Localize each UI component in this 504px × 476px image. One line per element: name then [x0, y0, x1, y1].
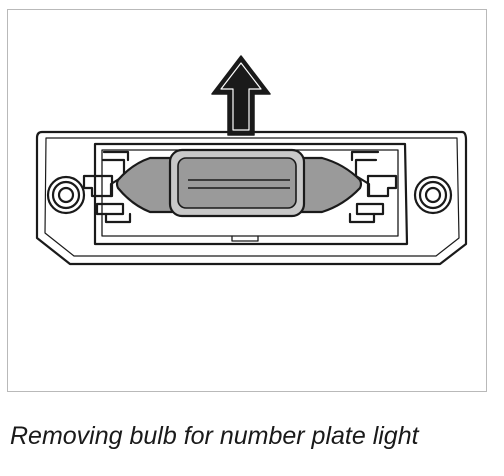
right-screw-hole — [413, 175, 453, 215]
lamp-housing-inner-edge — [44, 137, 460, 257]
bulb-recess-inner — [101, 149, 399, 237]
number-plate-light-illustration — [35, 55, 468, 266]
left-screw-hole — [46, 175, 86, 215]
left-contact-clip — [82, 150, 132, 224]
figure-caption: Removing bulb for number plate light — [10, 422, 419, 450]
festoon-bulb — [115, 148, 363, 218]
up-arrow-highlight — [220, 62, 262, 131]
bulb-right-cap — [298, 156, 363, 214]
recess-notch — [231, 235, 259, 242]
bulb-left-cap — [115, 156, 174, 214]
lamp-housing — [35, 130, 468, 266]
up-arrow-icon — [211, 55, 271, 136]
bulb-glass-inner — [177, 157, 297, 209]
bulb-recess — [93, 142, 409, 246]
